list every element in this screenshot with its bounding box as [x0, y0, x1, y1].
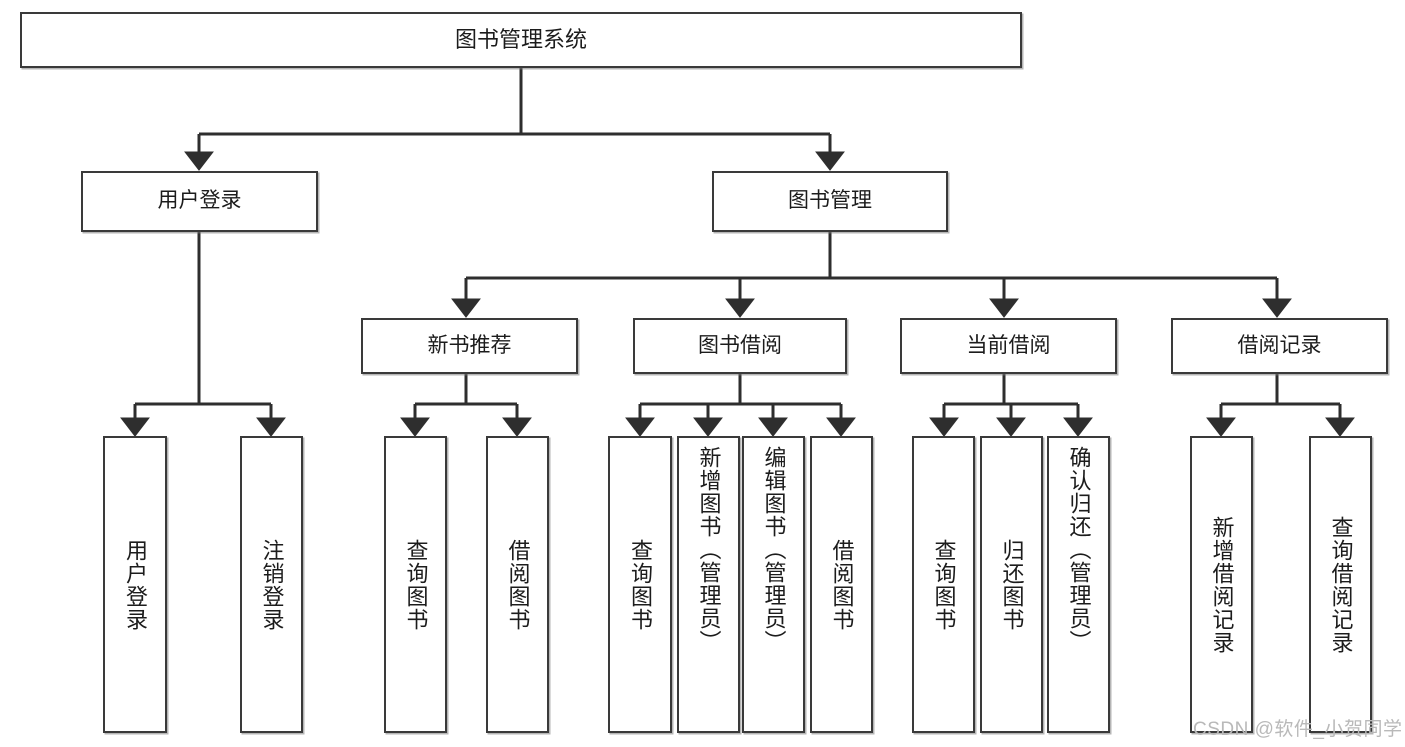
node-label: 注销登录: [259, 538, 285, 631]
node-book-borrow[interactable]: 图书借阅: [633, 318, 847, 374]
leaf-book-borrow-borrow[interactable]: 借阅图书: [810, 436, 873, 733]
node-book-management[interactable]: 图书管理: [712, 171, 948, 232]
node-label: 用户登录: [123, 538, 148, 631]
node-borrow-record[interactable]: 借阅记录: [1171, 318, 1388, 374]
node-label: 新增借阅记录: [1209, 515, 1235, 654]
leaf-user-login-logout[interactable]: 注销登录: [240, 436, 303, 733]
connectors: [120, 68, 1355, 437]
leaf-current-borrow-return[interactable]: 归还图书: [980, 436, 1043, 733]
node-label: 新增图书（管理员）: [696, 446, 722, 653]
node-label: 图书管理系统: [454, 27, 587, 53]
leaf-current-borrow-confirm-admin[interactable]: 确认归还（管理员）: [1047, 436, 1110, 733]
leaf-book-borrow-edit-admin[interactable]: 编辑图书（管理员）: [742, 436, 805, 733]
node-label: 借阅记录: [1237, 333, 1322, 357]
node-label: 图书借阅: [698, 333, 782, 357]
node-label: 编辑图书（管理员）: [761, 446, 787, 653]
leaf-current-borrow-query[interactable]: 查询图书: [912, 436, 975, 733]
node-label: 归还图书: [999, 538, 1025, 631]
leaf-book-borrow-query[interactable]: 查询图书: [608, 436, 672, 733]
node-label: 当前借阅: [966, 333, 1051, 357]
leaf-borrow-record-add[interactable]: 新增借阅记录: [1190, 436, 1253, 733]
node-label: 图书管理: [788, 189, 872, 213]
leaf-borrow-record-query[interactable]: 查询借阅记录: [1309, 436, 1372, 733]
node-label: 查询图书: [403, 538, 429, 631]
leaf-new-book-query[interactable]: 查询图书: [384, 436, 447, 733]
node-user-login[interactable]: 用户登录: [81, 171, 318, 232]
node-label: 查询图书: [931, 538, 957, 631]
node-new-book-recommend[interactable]: 新书推荐: [361, 318, 578, 374]
node-current-borrow[interactable]: 当前借阅: [900, 318, 1117, 374]
leaf-user-login-login[interactable]: 用户登录: [103, 436, 167, 733]
node-label: 查询借阅记录: [1328, 515, 1354, 654]
node-label: 查询图书: [628, 538, 653, 631]
node-root-book-management-system[interactable]: 图书管理系统: [20, 12, 1022, 68]
node-label: 用户登录: [157, 189, 242, 213]
node-label: 新书推荐: [427, 333, 512, 357]
leaf-new-book-borrow[interactable]: 借阅图书: [486, 436, 549, 733]
leaf-book-borrow-add-admin[interactable]: 新增图书（管理员）: [677, 436, 740, 733]
node-label: 借阅图书: [829, 538, 855, 631]
node-label: 确认归还（管理员）: [1066, 446, 1092, 653]
node-label: 借阅图书: [505, 538, 531, 631]
